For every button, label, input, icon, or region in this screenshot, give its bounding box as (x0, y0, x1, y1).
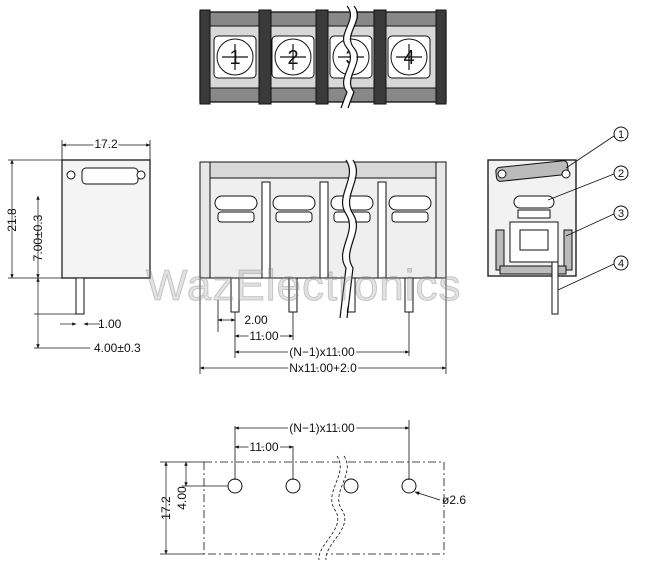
front-screw-4 (388, 195, 432, 223)
pin-length-label: 4.00±0.3 (94, 341, 141, 355)
side-view: 17.2 21.8 7.00±0.3 1.00 4.00±0.3 (5, 135, 151, 355)
top-screw-4 (387, 35, 431, 79)
position-label-1: 1 (229, 47, 240, 69)
callout-3: 3 (618, 208, 624, 220)
front-screw-1 (214, 195, 258, 223)
top-screw-1 (213, 35, 257, 79)
front-span-label: (N−1)x11.00 (289, 345, 355, 359)
pcb-footprint-view: (N−1)x11.00 11.00 17.2 4.00 ø2.6 (159, 419, 466, 561)
front-screw-2 (272, 195, 316, 223)
hole-diameter-label: ø2.6 (442, 493, 466, 507)
pin-width-label: 1.00 (98, 317, 122, 331)
pin-offset-label: 2.00 (244, 313, 268, 327)
top-screw-2 (271, 35, 315, 79)
watermark: WazElectronics (146, 261, 462, 310)
callout-2: 2 (618, 168, 624, 180)
position-label-4: 4 (403, 47, 414, 69)
position-label-2: 2 (287, 47, 298, 69)
side-width-label: 17.2 (94, 137, 118, 151)
footprint-height-label: 17.2 (159, 496, 173, 520)
top-view: 1 2 3 4 (199, 4, 447, 110)
footprint-pitch-label: 11.00 (249, 440, 278, 454)
footprint-row-offset-label: 4.00 (175, 486, 189, 510)
front-pitch-label: 11.00 (249, 329, 278, 343)
callout-4: 4 (618, 258, 624, 270)
side-body-height-label: 7.00±0.3 (31, 214, 45, 261)
side-height-label: 21.8 (5, 208, 19, 232)
front-total-label: Nx11.00+2.0 (289, 361, 357, 375)
callout-1: 1 (618, 129, 624, 141)
footprint-span-label: (N−1)x11.00 (289, 421, 355, 435)
cross-section-view: 1 2 3 4 (487, 126, 629, 315)
front-view: 2.00 11.00 (N−1)x11.00 Nx11.00+2.0 (199, 158, 447, 377)
